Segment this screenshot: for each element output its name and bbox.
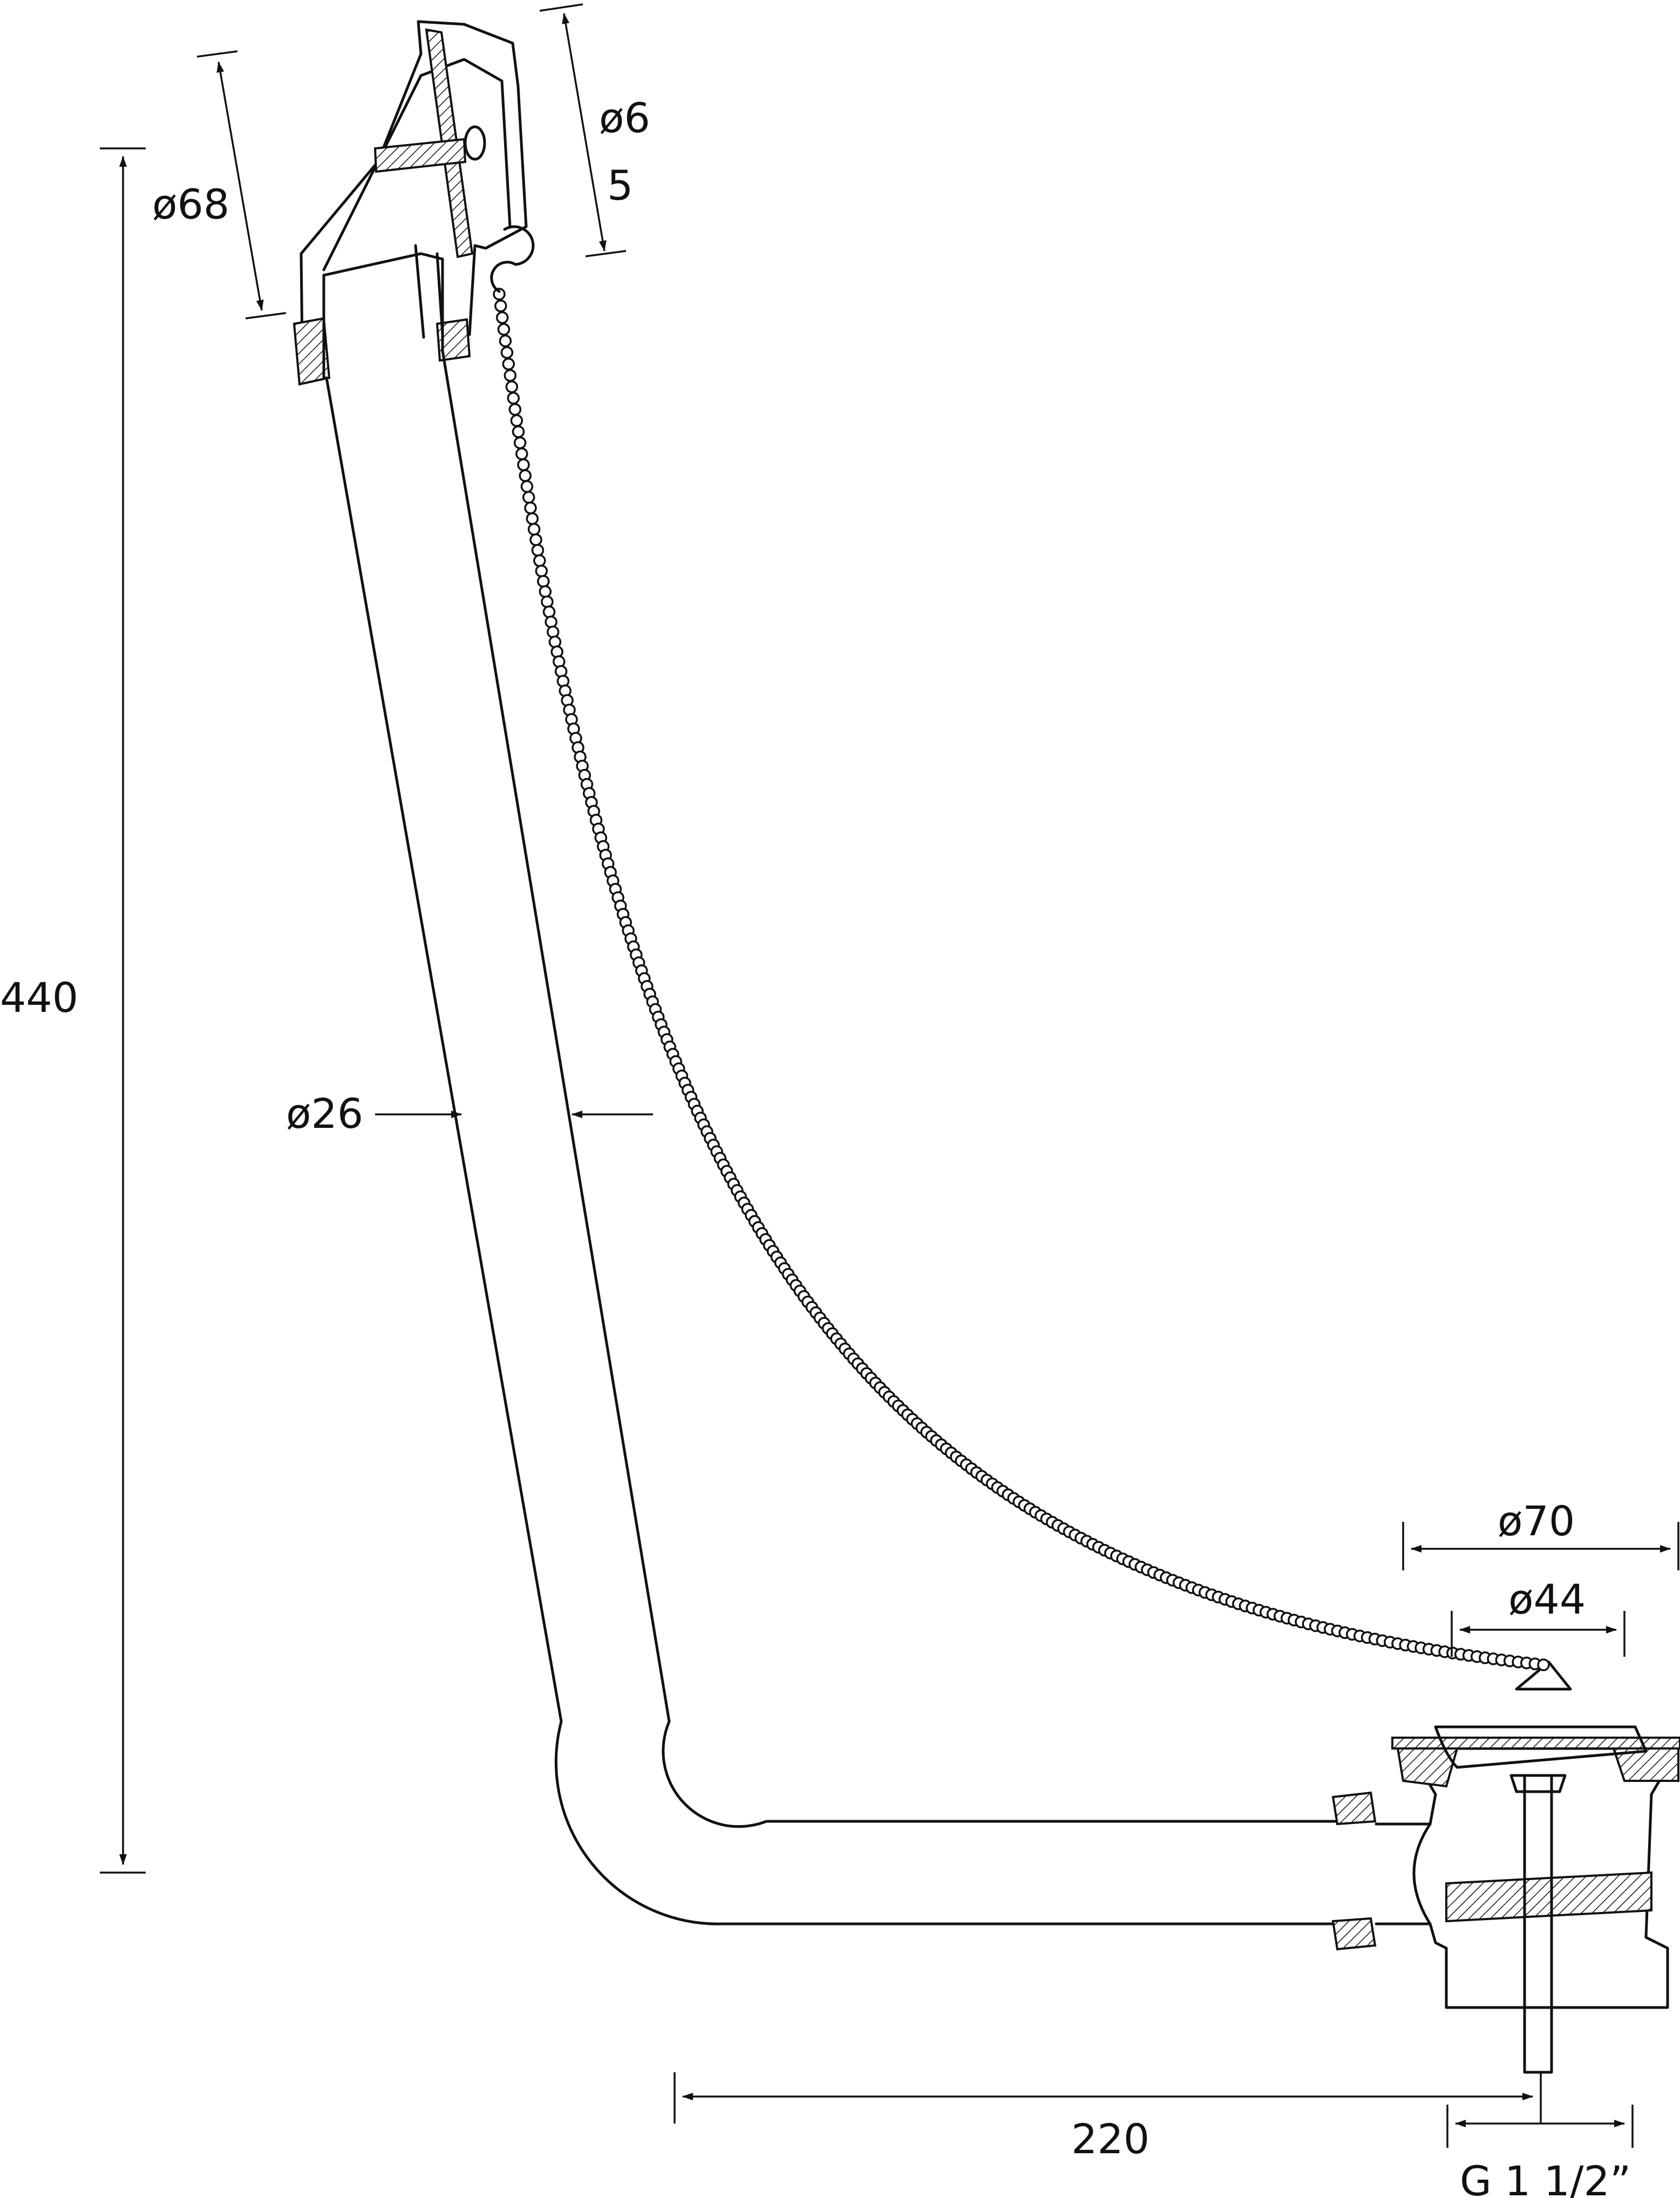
dim-label-height: 440	[0, 974, 78, 1022]
chain-bead	[526, 512, 539, 525]
chain-bead	[522, 491, 535, 504]
chain-bead	[533, 554, 546, 567]
chain-bead	[507, 392, 520, 405]
chain-bead	[510, 414, 523, 427]
chain-bead	[493, 288, 506, 301]
chain-bead	[520, 480, 534, 493]
chain-bead	[531, 543, 545, 557]
dim-label-chain-pin-extra: 5	[607, 161, 633, 209]
chain-bead	[1537, 1658, 1550, 1671]
chain-hook	[490, 225, 535, 293]
chain-bead	[500, 346, 514, 359]
chain-bead	[505, 380, 519, 393]
chain-bead	[548, 635, 562, 649]
chain-bead	[512, 425, 525, 438]
dimension-lines	[100, 3, 1679, 2148]
chain-bead	[539, 585, 552, 598]
overflow-pipe	[322, 257, 1345, 1925]
chain-bead	[527, 522, 541, 536]
chain-bead	[535, 564, 548, 577]
ball-chain	[493, 288, 1550, 1671]
chain-bead	[529, 533, 542, 546]
chain-bead	[524, 501, 537, 515]
chain-bead	[497, 323, 511, 336]
chain-bead	[537, 575, 550, 588]
chain-bead	[513, 436, 527, 450]
chain-bead	[499, 335, 512, 348]
chain-bead	[495, 311, 509, 324]
chain-bead	[502, 357, 515, 371]
dim-label-overflow-diameter: ø68	[152, 180, 229, 228]
chain-bead	[517, 458, 530, 472]
dim-label-plug: ø44	[1508, 1575, 1586, 1623]
chain-bead	[515, 447, 528, 460]
dim-label-length: 220	[1071, 2115, 1150, 2163]
chain-bead	[508, 403, 522, 416]
chain-bead	[541, 595, 554, 608]
overflow-head	[293, 20, 528, 386]
chain-bead	[546, 625, 560, 638]
chain-bead	[542, 605, 556, 618]
chain-bead	[494, 300, 507, 312]
dim-label-waste-outer: ø70	[1498, 1497, 1575, 1545]
chain-bead	[519, 469, 532, 482]
chain-bead	[545, 615, 557, 629]
dim-label-pipe-diameter: ø26	[286, 1090, 363, 1138]
chain-bead	[504, 369, 517, 382]
dim-label-thread: G 1 1/2”	[1460, 2157, 1631, 2198]
waste-outlet	[1331, 1661, 1680, 2074]
dim-label-chain-pin: ø6	[599, 94, 650, 142]
